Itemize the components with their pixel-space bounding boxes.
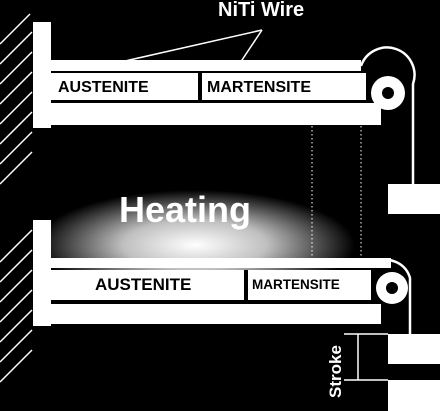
wire-leader-right [237, 29, 263, 67]
bottom-wire-arc [375, 258, 412, 336]
heating-label: Heating [119, 189, 251, 230]
bottom-martensite-label: MARTENSITE [252, 277, 340, 292]
niti-wire-label: NiTi Wire [218, 0, 304, 21]
bottom-wall-hatch [0, 229, 33, 383]
top-niti-wire [51, 73, 366, 100]
top-austenite-label: AUSTENITE [58, 79, 149, 96]
top-wire-martensite-gap [198, 73, 202, 100]
bottom-weight [388, 334, 440, 364]
top-wall [33, 22, 51, 128]
ghost-weight [388, 380, 440, 411]
bottom-wire-martensite-gap [244, 270, 248, 300]
top-lower-arm [51, 103, 381, 125]
bottom-lower-arm [51, 304, 381, 324]
bottom-wall [33, 220, 51, 326]
top-wall-hatch [0, 13, 33, 185]
top-weight [388, 184, 440, 214]
bottom-niti-wire [51, 270, 371, 300]
bottom-austenite-label: AUSTENITE [95, 275, 191, 294]
stroke-label: Stroke [326, 345, 345, 398]
top-martensite-label: MARTENSITE [207, 79, 311, 96]
top-wire-arc [359, 46, 416, 186]
top-pulley-hub [382, 87, 394, 99]
bottom-upper-arm [51, 258, 391, 268]
wire-leader-left [102, 29, 263, 67]
bottom-pulley-hub [386, 282, 398, 294]
top-upper-arm [51, 60, 361, 71]
